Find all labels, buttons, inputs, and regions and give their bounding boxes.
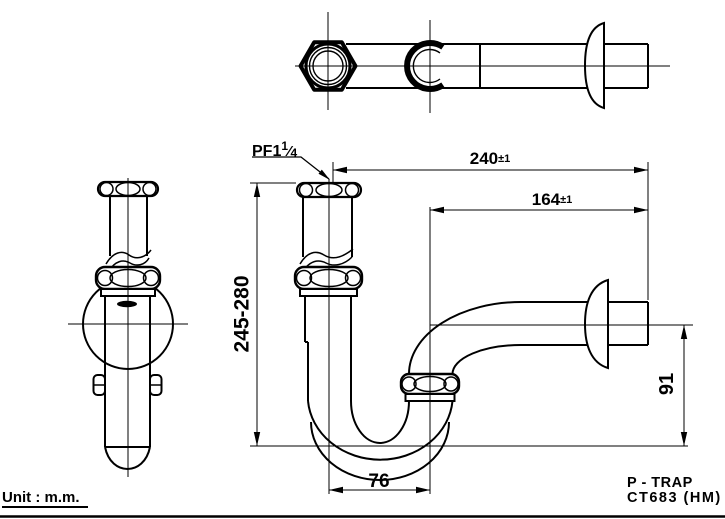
centerlines: [68, 12, 693, 494]
dim-trap-width: 76: [368, 472, 389, 491]
dim-total-width: 240±1: [470, 150, 511, 167]
thread-size-denominator: 4: [290, 146, 298, 161]
fraction-slash: ⁄: [288, 143, 291, 160]
dim-height-range: 245-280: [230, 275, 254, 353]
dimension-annotations: [250, 156, 688, 494]
thread-leader: [252, 156, 330, 180]
dim-trap-width-value: 76: [368, 471, 390, 492]
dim-outlet-drop: 91: [656, 372, 678, 396]
product-name: P - TRAP: [627, 475, 693, 491]
dim-height-range-value: 245-280: [230, 275, 254, 353]
dim-outlet-drop-value: 91: [656, 372, 678, 396]
brand-mark: [117, 300, 137, 308]
dim-total-width-tolerance: ±1: [498, 153, 511, 165]
dim-total-width-value: 240: [469, 149, 499, 168]
title-block: P - TRAP CT683 (HM): [627, 475, 722, 507]
unit-label: Unit : m.m.: [2, 490, 88, 508]
dim-inner-width-value: 164: [531, 190, 561, 209]
dim-inner-width-tolerance: ±1: [560, 194, 573, 206]
thread-size-label: PF11⁄4: [252, 140, 297, 160]
dim-inner-width: 164±1: [532, 191, 573, 208]
thread-size-main: PF1: [252, 143, 282, 160]
wall-flange-front: [583, 278, 609, 370]
front-view: [293, 181, 649, 481]
thread-size-numerator: 1: [281, 139, 289, 153]
product-code: CT683 (HM): [627, 490, 722, 507]
